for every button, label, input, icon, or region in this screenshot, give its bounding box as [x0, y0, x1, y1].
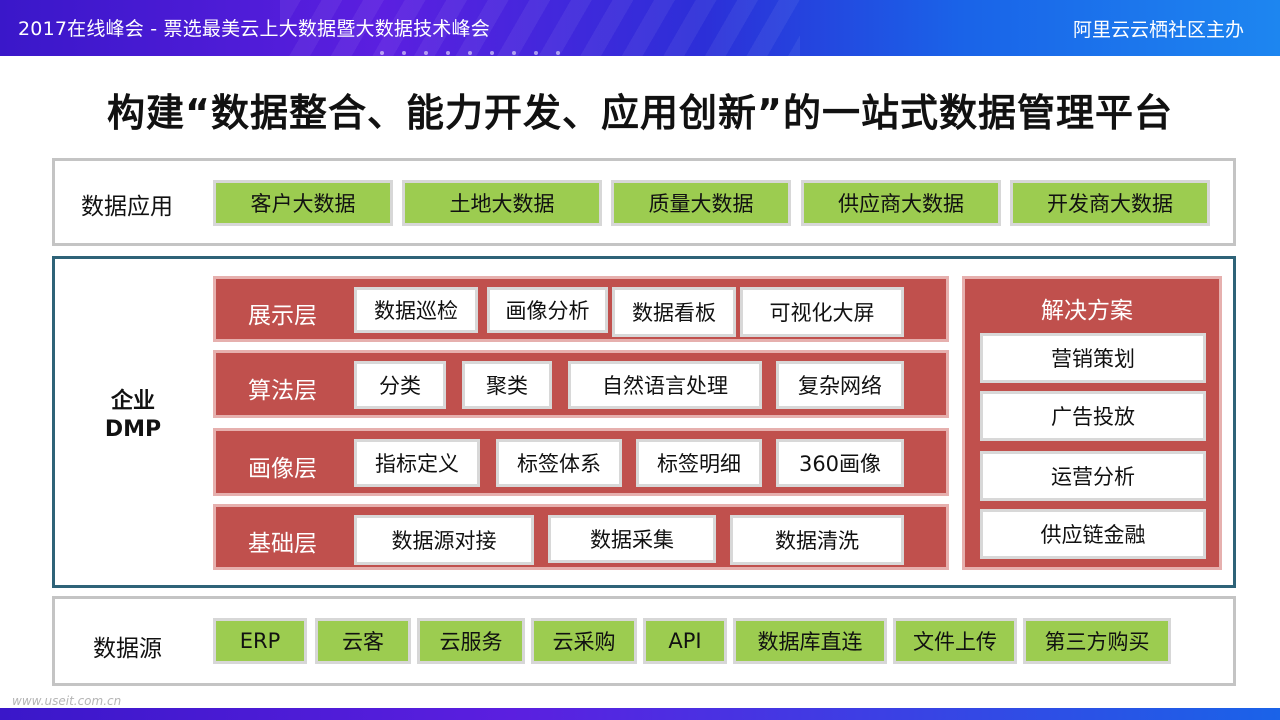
layer-title: 基础层 — [248, 531, 317, 557]
dmp-label-line2: DMP — [104, 417, 162, 442]
data-sources-section: 数据源 ERP 云客 云服务 云采购 API 数据库直连 文件上传 第三方购买 — [52, 596, 1236, 686]
header-banner: 2017在线峰会 - 票选最美云上大数据暨大数据技术峰会 阿里云云栖社区主办 — [0, 0, 1280, 56]
data-source-item: API — [643, 618, 727, 664]
layer-algorithm: 算法层 分类 聚类 自然语言处理 复杂网络 — [213, 350, 949, 418]
data-app-item: 客户大数据 — [213, 180, 393, 226]
data-source-item: 第三方购买 — [1023, 618, 1171, 664]
data-source-item: 云客 — [315, 618, 411, 664]
layer-item: 分类 — [354, 361, 446, 409]
solution-item: 营销策划 — [980, 333, 1206, 383]
layer-item: 画像分析 — [487, 287, 608, 333]
data-app-item: 供应商大数据 — [801, 180, 1001, 226]
solutions-panel: 解决方案 营销策划 广告投放 运营分析 供应链金融 — [962, 276, 1222, 570]
footer-bar — [0, 708, 1280, 720]
data-source-item: 数据库直连 — [733, 618, 887, 664]
layer-item: 复杂网络 — [776, 361, 904, 409]
dmp-label: 企业 DMP — [88, 388, 178, 444]
layer-title: 算法层 — [248, 378, 317, 404]
data-app-item: 开发商大数据 — [1010, 180, 1210, 226]
layer-display: 展示层 数据巡检 画像分析 数据看板 可视化大屏 — [213, 276, 949, 342]
data-source-item: 云服务 — [417, 618, 525, 664]
data-app-item: 质量大数据 — [611, 180, 791, 226]
banner-dots — [380, 40, 578, 56]
layer-item: 标签明细 — [636, 439, 762, 487]
watermark: www.useit.com.cn — [12, 694, 122, 708]
layer-item: 数据看板 — [612, 287, 736, 337]
layer-title: 展示层 — [248, 303, 317, 329]
layer-item: 数据采集 — [548, 515, 716, 563]
data-sources-label: 数据源 — [93, 636, 162, 662]
solutions-title: 解决方案 — [1041, 298, 1133, 324]
slide-title: 构建“数据整合、能力开发、应用创新”的一站式数据管理平台 — [107, 91, 1173, 135]
layer-item: 数据源对接 — [354, 515, 534, 565]
dmp-label-line1: 企业 — [110, 389, 155, 414]
layer-item: 聚类 — [462, 361, 552, 409]
layer-item: 360画像 — [776, 439, 904, 487]
layer-foundation: 基础层 数据源对接 数据采集 数据清洗 — [213, 504, 949, 570]
layer-profile: 画像层 指标定义 标签体系 标签明细 360画像 — [213, 428, 949, 496]
host-label: 阿里云云栖社区主办 — [1072, 19, 1244, 41]
banner-decoration — [280, 0, 800, 56]
solution-item: 广告投放 — [980, 391, 1206, 441]
layer-item: 可视化大屏 — [740, 287, 904, 337]
data-app-item: 土地大数据 — [402, 180, 602, 226]
data-source-item: 文件上传 — [893, 618, 1017, 664]
data-apps-label: 数据应用 — [81, 194, 173, 220]
solution-item: 供应链金融 — [980, 509, 1206, 559]
layer-item: 数据清洗 — [730, 515, 904, 565]
layer-item: 数据巡检 — [354, 287, 478, 333]
solution-item: 运营分析 — [980, 451, 1206, 501]
data-apps-section: 数据应用 客户大数据 土地大数据 质量大数据 供应商大数据 开发商大数据 — [52, 158, 1236, 246]
layer-item: 指标定义 — [354, 439, 480, 487]
layer-item: 自然语言处理 — [568, 361, 762, 409]
layer-item: 标签体系 — [496, 439, 622, 487]
data-source-item: 云采购 — [531, 618, 637, 664]
conference-name: 2017在线峰会 - 票选最美云上大数据暨大数据技术峰会 — [18, 18, 490, 40]
layer-title: 画像层 — [248, 456, 317, 482]
data-source-item: ERP — [213, 618, 307, 664]
